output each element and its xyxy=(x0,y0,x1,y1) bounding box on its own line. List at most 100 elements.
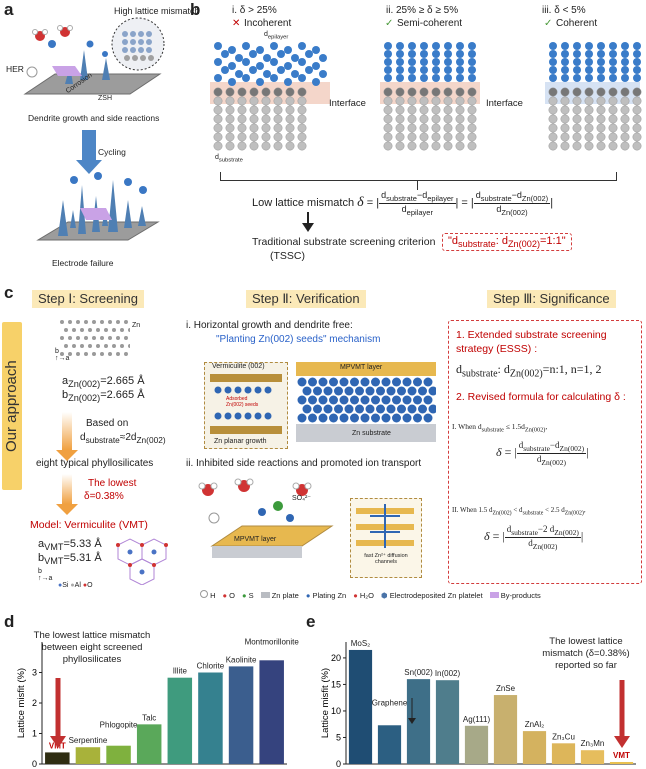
verification-i: i. Horizontal growth and dendrite free: xyxy=(186,320,353,331)
based-on: Based on xyxy=(86,418,129,429)
s2-condition-i: I. When dsubstrate ≤ 1.5dZn(002), xyxy=(452,422,548,434)
bar-label: Serpentine xyxy=(69,736,108,745)
check-icon: ✓ xyxy=(544,18,553,29)
panel-d-annotation: The lowest lattice mismatch between eigh… xyxy=(33,630,151,665)
col3-title: iii. δ < 5% xyxy=(542,5,586,16)
fast-zn-inset-art xyxy=(356,504,414,548)
step1-header: Step Ⅰ: Screening xyxy=(32,290,144,308)
s2-title: 2. Revised formula for calculating δ : xyxy=(456,391,626,403)
panel-e-annotation: The lowest lattice mismatch (δ=0.38%) re… xyxy=(542,636,630,671)
our-approach-banner: Our approach xyxy=(2,322,22,490)
panel-a-top-illustration xyxy=(23,17,165,95)
verification-i-quote: "Planting Zn(002) seeds" mechanism xyxy=(216,334,381,345)
cross-icon: ✕ xyxy=(232,18,241,29)
panel-a-caption-top: Dendrite growth and side reactions xyxy=(28,113,160,123)
bar xyxy=(136,724,162,764)
vmt-structure xyxy=(116,538,168,585)
her-label: HER xyxy=(6,64,24,74)
based-formula: dsubstrate≈2dZn(002) xyxy=(80,432,166,445)
y-tick-label: 20 xyxy=(331,653,341,663)
bar xyxy=(435,680,460,764)
y-tick-label: 15 xyxy=(331,679,341,689)
orange-arrow-2-head xyxy=(56,504,78,515)
lowest-label: The lowest xyxy=(88,478,137,489)
tssc-formula: "dsubstrate: dZn(002)=1:1" xyxy=(442,233,572,252)
step2-header: Step Ⅱ: Verification xyxy=(246,290,366,308)
cycling-label: Cycling xyxy=(98,147,126,157)
panel-d-label: d xyxy=(4,612,15,631)
s1-formula: dsubstrate: dZn(002)=n:1, n=1, 2 xyxy=(456,362,602,380)
so4-label: SO₄²⁻ xyxy=(292,495,311,502)
bar xyxy=(348,649,373,764)
d-epilayer-label: depilayer xyxy=(264,31,289,41)
interface-label-2: Interface xyxy=(486,98,523,109)
s2-condition-ii: II. When 1.5 dZn(002) < dsubstrate < 2.5… xyxy=(452,506,586,517)
panel-a-label: a xyxy=(4,0,14,19)
bar xyxy=(609,761,634,764)
y-axis-label: Lattice misfit (%) xyxy=(320,668,331,738)
arrow-down-b xyxy=(307,212,309,224)
bar-label: Kaolinite xyxy=(226,655,257,664)
panel-a-bottom-illustration xyxy=(36,172,160,241)
y-tick-label: 3 xyxy=(32,668,37,678)
arrow-down-b-head xyxy=(302,223,314,232)
bar xyxy=(522,731,547,764)
b-zn: bZn(002)=2.665 Å xyxy=(62,389,145,404)
atom-legend: ●Si ●Al ●O xyxy=(58,582,93,589)
bar-label: Graphene xyxy=(372,698,408,707)
zn-planar-label: Zn planar growth xyxy=(214,438,267,445)
zn-label: Zn xyxy=(132,322,141,329)
col1-sub: Incoherent xyxy=(244,18,292,29)
panel-e-label: e xyxy=(306,612,316,631)
check-icon: ✓ xyxy=(385,18,394,29)
y-axis-label: Lattice misfit (%) xyxy=(16,668,27,738)
verification-ii: ii. Inhibited side reactions and promote… xyxy=(186,458,422,469)
panel-c-label: c xyxy=(4,283,14,302)
bar xyxy=(228,666,254,764)
bar xyxy=(259,660,284,764)
col3-sub: Coherent xyxy=(556,18,598,29)
bar xyxy=(167,677,193,764)
y-tick-label: 1 xyxy=(32,729,37,739)
interface-label-1: Interface xyxy=(329,98,366,109)
vmt-axes: b↑→a xyxy=(38,568,53,582)
bar-label: Zn₃Cu xyxy=(552,732,575,741)
bar xyxy=(75,747,101,764)
bar xyxy=(198,672,223,764)
high-mismatch-label: High lattice mismatch xyxy=(114,6,200,16)
panel-b-lattices xyxy=(210,42,642,151)
bar-label: Zn₃Mn xyxy=(581,739,605,748)
bracket-line xyxy=(220,172,617,181)
zn-lattice xyxy=(60,320,130,356)
a-zn: aZn(002)=2.665 Å xyxy=(62,375,145,390)
bar-label: Sn(002) xyxy=(404,668,433,677)
mpvmt-layer-label: MPVMT layer xyxy=(340,364,383,371)
zsh-label: ZSH xyxy=(98,95,112,102)
panel-b-label: b xyxy=(190,0,201,19)
b-vmt: bVMT=5.31 Å xyxy=(38,552,102,567)
bar xyxy=(106,745,131,764)
bar-label: Phlogopite xyxy=(100,721,138,730)
y-tick-label: 2 xyxy=(32,698,37,708)
y-tick-label: 5 xyxy=(336,732,341,742)
vermiculite-002-label: Vermiculite (002) xyxy=(212,363,265,370)
a-vmt: aVMT=5.33 Å xyxy=(38,538,102,553)
bar-label: Ag(111) xyxy=(463,715,491,724)
tssc-abbr: (TSSC) xyxy=(270,250,305,262)
step3-header: Step Ⅲ: Significance xyxy=(487,290,616,308)
cycling-arrow xyxy=(82,130,96,160)
orange-arrow-2 xyxy=(62,474,72,504)
bar xyxy=(580,750,605,764)
panel-a-caption-bottom: Electrode failure xyxy=(52,258,114,268)
mpvmt-layer-label-2: MPVMT layer xyxy=(234,536,277,543)
bar xyxy=(551,743,576,764)
y-tick-label: 10 xyxy=(331,706,341,716)
col1-title: i. δ > 25% xyxy=(232,5,277,16)
zn-axes: b↑→a xyxy=(55,348,70,362)
bar xyxy=(377,725,402,764)
orange-arrow-1-head xyxy=(56,450,78,461)
side-reaction-art xyxy=(198,478,334,558)
adsorbed-seeds-label: Adsorbed Zn(002) seeds xyxy=(226,396,259,408)
